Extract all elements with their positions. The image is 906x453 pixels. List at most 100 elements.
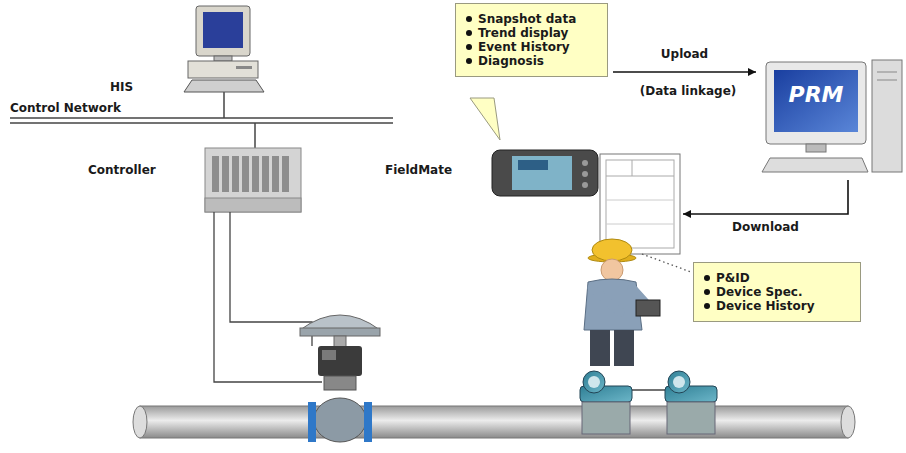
callout-tail — [470, 98, 500, 140]
arrow-note: (Data linkage) — [640, 84, 737, 98]
fieldmate-handheld — [492, 150, 598, 196]
control-valve — [318, 346, 362, 376]
bullet-dot — [466, 16, 472, 22]
pressure-transmitter — [588, 376, 600, 388]
fieldmate-handheld — [582, 160, 588, 166]
fieldmate-node: FieldMate — [490, 148, 682, 258]
his-computer — [236, 66, 252, 69]
fieldmate-handheld — [492, 150, 598, 196]
prm-workstation — [766, 62, 866, 144]
edge-label: Download — [730, 220, 801, 234]
pipe — [140, 406, 848, 438]
prm-workstation — [877, 80, 897, 81]
field-worker — [614, 330, 634, 366]
edge-label: Upload — [659, 47, 710, 61]
callout-item: Device History — [716, 299, 814, 313]
control-network-bus — [10, 92, 393, 148]
device-label: HIS — [110, 80, 133, 94]
device-label: FieldMate — [385, 163, 452, 177]
data-arrow — [683, 180, 848, 214]
pressure-transmitter — [673, 376, 685, 388]
field-worker — [590, 330, 610, 366]
control-valve — [300, 328, 380, 336]
callout-item: P&ID — [716, 271, 750, 285]
prm-workstation — [872, 60, 902, 172]
bullet-dot — [704, 275, 710, 281]
callout-box: P&IDDevice Spec.Device History — [693, 262, 861, 322]
network-label: Control Network — [10, 101, 121, 115]
callout-tail — [470, 98, 500, 140]
prm-workstation — [774, 70, 858, 132]
screen-logo: PRM — [774, 82, 858, 107]
field-worker — [584, 239, 660, 366]
fieldmate-handheld — [582, 182, 588, 188]
control-network-bus — [10, 122, 393, 124]
his-computer — [203, 12, 243, 48]
his-computer — [214, 56, 232, 61]
callout-item: Event History — [478, 40, 570, 54]
prm-workstation — [762, 60, 902, 172]
fieldmate-handheld — [518, 160, 548, 170]
document-sheets — [606, 200, 674, 201]
controller-rack — [252, 156, 259, 192]
pressure-transmitter — [632, 389, 665, 390]
device-label: Controller — [88, 163, 156, 177]
controller-rack — [232, 156, 239, 192]
control-valve — [364, 402, 372, 442]
controller-rack — [212, 156, 219, 192]
field-wire — [214, 212, 322, 382]
callout-box: Snapshot dataTrend displayEvent HistoryD… — [455, 3, 608, 77]
callout-item: Diagnosis — [478, 54, 544, 68]
fieldmate-handheld — [582, 171, 588, 177]
his-computer — [196, 6, 250, 56]
document-sheets — [606, 160, 674, 248]
prm-node: PRM — [758, 58, 904, 180]
control-valve — [300, 315, 380, 442]
field-wire — [214, 212, 322, 382]
data-arrow — [613, 71, 756, 73]
field-worker — [592, 239, 632, 261]
callout-item: Trend display — [478, 26, 568, 40]
pipe — [133, 406, 855, 438]
controller-rack — [272, 156, 279, 192]
his-computer — [188, 61, 258, 78]
controller-rack — [282, 156, 289, 192]
control-network-bus — [10, 117, 393, 119]
bullet-dot — [466, 58, 472, 64]
control-network-bus — [254, 123, 256, 148]
controller-node: Controller — [205, 148, 301, 212]
pipe — [133, 406, 147, 438]
control-network-bus — [223, 92, 225, 118]
controller-rack — [222, 156, 229, 192]
his-computer — [184, 6, 264, 92]
bullet-dot — [466, 44, 472, 50]
document-sheets — [606, 224, 674, 225]
his-computer — [184, 80, 264, 92]
fieldmate-handheld — [512, 156, 572, 190]
prm-workstation — [806, 144, 826, 152]
pressure-transmitter — [582, 402, 630, 434]
document-sheets — [632, 160, 633, 176]
control-valve — [324, 376, 356, 390]
pipe — [841, 406, 855, 438]
controller-rack — [205, 198, 301, 212]
bullet-dot — [704, 303, 710, 309]
control-valve — [308, 402, 316, 442]
control-valve — [322, 350, 336, 360]
bullet-dot — [466, 30, 472, 36]
leader-line — [642, 254, 691, 272]
pressure-transmitter — [580, 371, 717, 434]
callout-item: Snapshot data — [478, 12, 576, 26]
document-sheets — [606, 176, 674, 177]
prm-workstation — [762, 158, 868, 172]
control-valve — [314, 398, 366, 442]
pressure-transmitter — [668, 371, 690, 393]
field-worker — [601, 259, 623, 281]
controller-rack — [205, 148, 301, 212]
field-wire — [230, 212, 312, 346]
field-worker — [592, 288, 620, 312]
controller-rack — [205, 148, 301, 212]
pressure-transmitter — [583, 371, 605, 393]
callout-item: Device Spec. — [716, 285, 803, 299]
prm-workstation — [877, 72, 897, 73]
